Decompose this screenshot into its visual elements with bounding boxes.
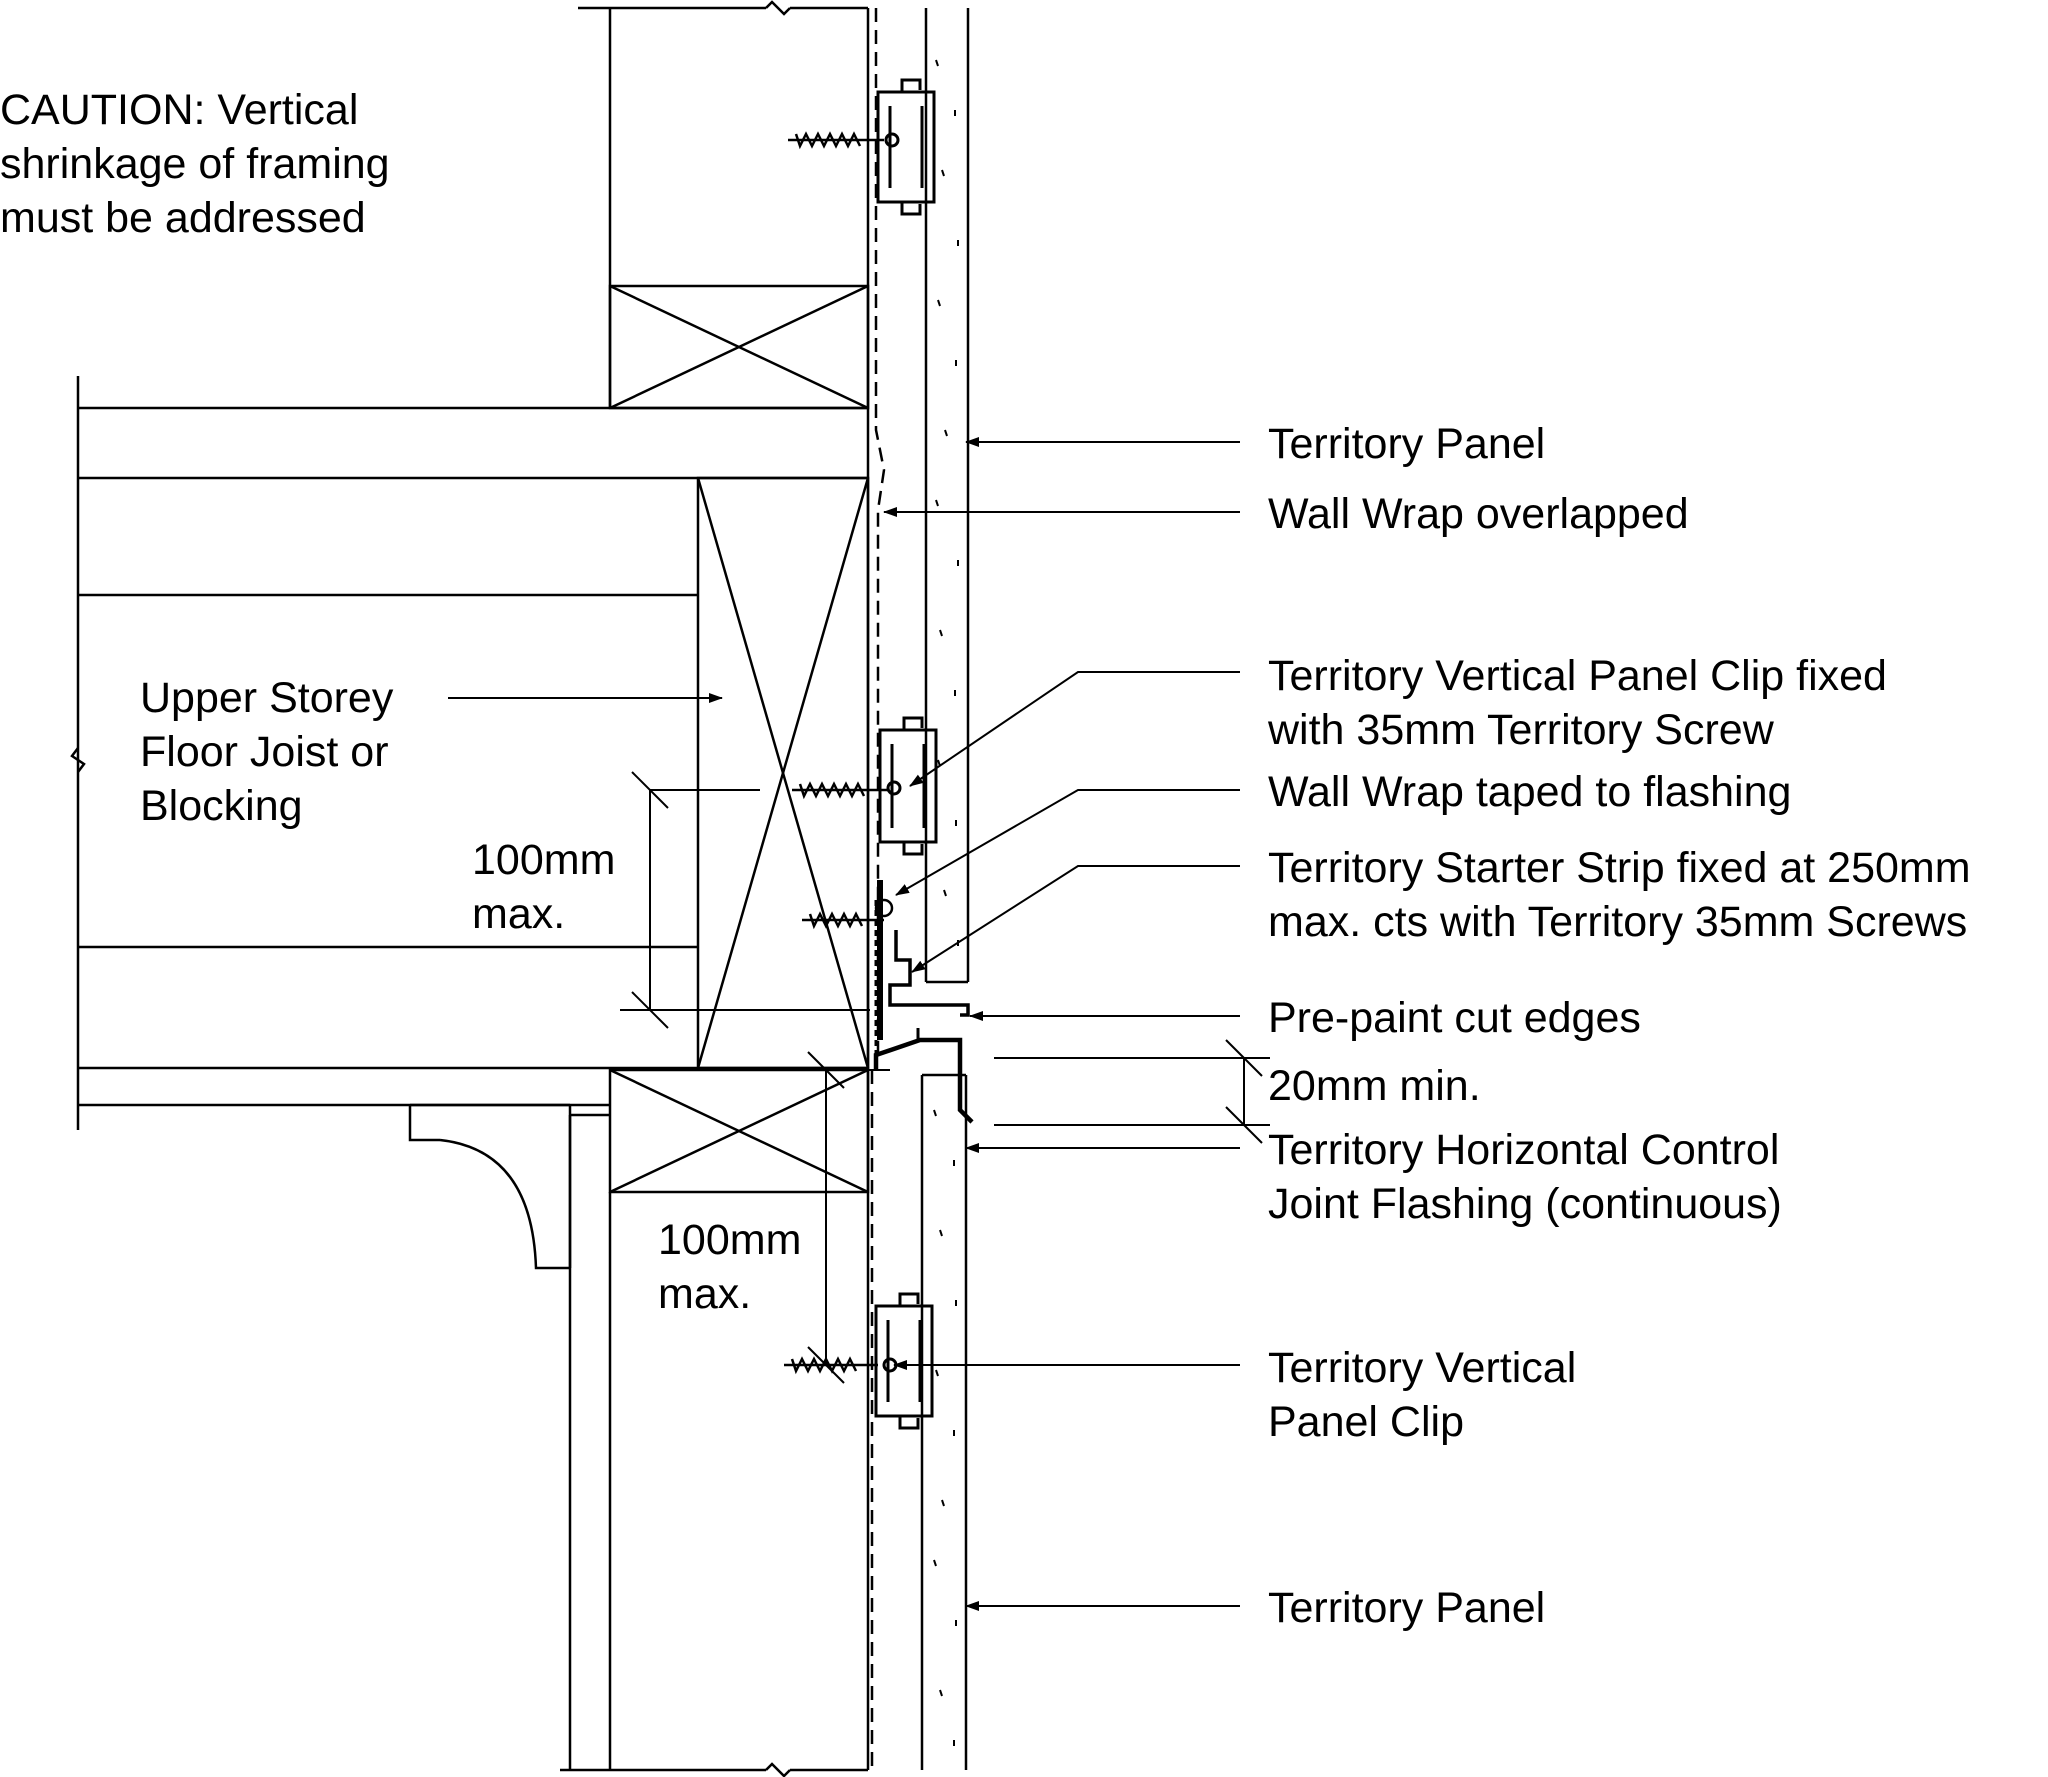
starter-strip [888,930,970,1017]
leader-clip-fixed [909,671,1240,787]
ceiling-batten [78,1066,868,1107]
callout-gap: 20mm min. [1268,1062,1481,1110]
callout-clip-fixed: Territory Vertical Panel Clip fixed with… [1267,652,1899,754]
callout-prepaint: Pre-paint cut edges [1268,994,1641,1042]
wall-wrap-upper [874,8,886,1055]
callout-flashing: Territory Horizontal Control Joint Flash… [1268,1126,1791,1228]
floor-joist [78,593,698,949]
panel-clip-top [876,78,936,216]
panel-clip-bottom [874,1292,934,1430]
joist-label: Upper Storey Floor Joist or Blocking [140,674,405,830]
leader-wrap-taped [895,789,1240,896]
callout-clip: Territory Vertical Panel Clip [1268,1344,1588,1446]
dim-upper-100mm [620,771,870,1029]
panel-clip-middle [878,716,938,856]
callout-panel-bottom: Territory Panel [1268,1584,1545,1632]
screw-top [788,131,884,150]
dim-lower-label: 100mm max. [658,1216,813,1318]
control-joint-flashing [873,1037,974,1124]
screw-middle [792,781,888,800]
caution-note: CAUTION: Vertical shrinkage of framing m… [0,86,402,242]
lower-top-plate [608,1068,870,1194]
lower-wall-stud [560,1113,868,1777]
callout-panel-top: Territory Panel [1268,420,1545,468]
leader-starter-strip [911,865,1240,973]
screw-starter [802,898,894,930]
upper-panel-speckle [935,59,959,946]
callout-wrap-taped: Wall Wrap taped to flashing [1268,768,1791,816]
rim-blocking [696,476,870,1070]
lower-panel-speckle [933,1109,957,1746]
upper-territory-panel [924,8,970,984]
callout-wrap-overlap: Wall Wrap overlapped [1268,490,1689,538]
dim-lower-100mm [807,1051,890,1384]
cornice-mould [408,1103,572,1270]
dim-20mm-gap [994,1039,1270,1144]
callout-starter-strip: Territory Starter Strip fixed at 250mm m… [1268,844,1983,946]
upper-bottom-plate [608,284,870,410]
upper-wall-stud [578,0,868,408]
dim-upper-label: 100mm max. [472,836,627,938]
lower-territory-panel [920,1073,968,1770]
